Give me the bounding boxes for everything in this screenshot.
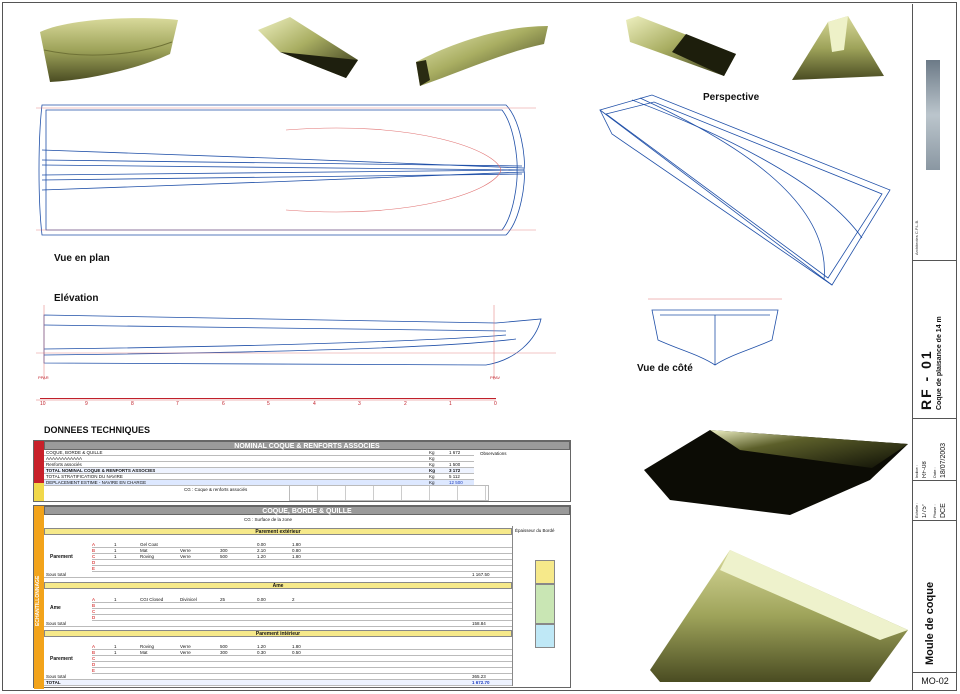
drawing-title: Moule de coque <box>924 581 936 665</box>
project-subtitle: Coque de plaisance de 14 m <box>936 316 943 410</box>
coque-cg-label: CG : Surface de la zone <box>244 517 293 522</box>
sheet-number: MO-02 <box>921 676 949 686</box>
thickness-chart-title: Épaisseur du Bordé <box>515 528 555 533</box>
hull-render-2 <box>258 17 358 78</box>
frame-5: 5 <box>267 401 270 407</box>
perspective-drawing <box>599 94 891 286</box>
studio-photo <box>926 60 940 170</box>
ppar-label: PPAR <box>38 375 49 380</box>
frame-1: 1 <box>449 401 452 407</box>
group-label: Parement <box>50 656 73 662</box>
observations-label: Observations <box>480 451 507 456</box>
frame-6: 6 <box>222 401 225 407</box>
group-label: Parement <box>50 554 73 560</box>
summary-sub-label: CG : Coque & renforts associés <box>184 487 248 492</box>
hull-render-5 <box>792 16 884 80</box>
coque-table-title: COQUE, BORDE & QUILLE <box>44 506 570 515</box>
hull-render-4 <box>626 16 736 76</box>
frame-8: 8 <box>131 401 134 407</box>
frame-number-row: 10 9 8 7 6 5 4 3 2 1 0 <box>40 401 510 413</box>
coque-table: COQUE, BORDE & QUILLE ECHANTILLONNAGE CG… <box>33 505 571 689</box>
indice-box: Indice : RF-08 Date : 18/07/2003 <box>914 442 947 478</box>
bar-parement-int <box>535 624 555 648</box>
section-ame: Ame <box>44 582 512 589</box>
perspective-label: Perspective <box>703 92 760 103</box>
hull-render-bottom-light <box>650 550 908 682</box>
thickness-chart: Épaisseur du Bordé <box>512 526 571 686</box>
studio-info: Architectes C.P.L.B. <box>914 219 919 255</box>
plan-view-label: Vue en plan <box>54 253 110 264</box>
elevation-drawing <box>36 305 556 401</box>
frame-markers: PPAR PPAV 10 9 8 7 6 5 4 3 2 1 0 <box>38 375 508 415</box>
frame-9: 9 <box>85 401 88 407</box>
plan-view-drawing <box>36 104 536 236</box>
hull-render-1 <box>40 18 178 82</box>
hull-render-3 <box>416 26 548 86</box>
bar-ame <box>535 584 555 624</box>
side-view-label: Vue de côté <box>637 363 693 374</box>
group-label: Ame <box>50 605 61 611</box>
frame-10: 10 <box>40 401 46 407</box>
section-parement-exterieur: Parement extérieur <box>44 528 512 535</box>
frame-0: 0 <box>494 401 497 407</box>
frame-4: 4 <box>313 401 316 407</box>
frame-2: 2 <box>404 401 407 407</box>
elevation-label: Elévation <box>54 293 99 304</box>
side-label-echantillonnage: ECHANTILLONNAGE <box>35 575 41 627</box>
bar-parement-ext <box>535 560 555 584</box>
summary-table: NOMINAL COQUE & RENFORTS ASSOCIES COQUE,… <box>33 440 571 502</box>
side-view-drawing <box>648 298 782 366</box>
tech-data-title: DONNEES TECHNIQUES <box>44 425 151 435</box>
hull-render-bottom-dark <box>644 430 908 515</box>
section-parement-interieur: Parement intérieur <box>44 630 512 637</box>
frame-3: 3 <box>358 401 361 407</box>
summary-table-title: NOMINAL COQUE & RENFORTS ASSOCIES <box>44 441 570 450</box>
frame-7: 7 <box>176 401 179 407</box>
ppav-label: PPAV <box>490 375 501 380</box>
title-block <box>912 4 956 690</box>
project-code: RF - 01 <box>918 349 934 410</box>
scale-box: Echelle : 1/75° Phase : DCE <box>914 502 947 518</box>
